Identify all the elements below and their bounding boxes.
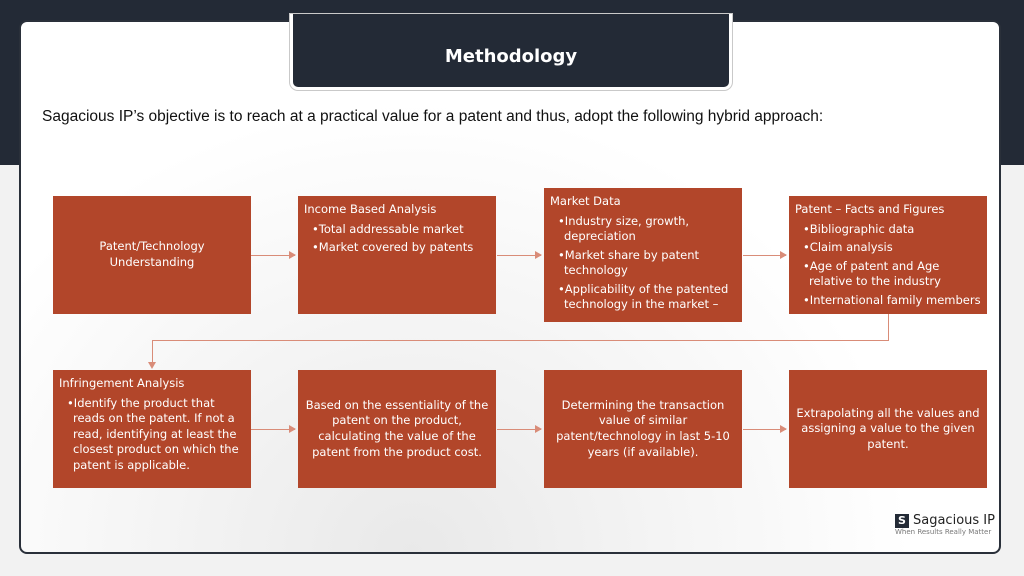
step-essentiality: Based on the essentiality of the patent …	[298, 370, 496, 488]
step-market-data: Market Data Industry size, growth, depre…	[544, 188, 742, 322]
list-item: Market share by patent technology	[558, 248, 736, 279]
step-text: Extrapolating all the values and assigni…	[796, 405, 980, 451]
logo-icon: S	[895, 513, 909, 528]
list-item: Applicability of the patented technology…	[558, 282, 736, 313]
step-income-analysis: Income Based Analysis Total addressable …	[298, 196, 496, 314]
step-patent-understanding: Patent/Technology Understanding	[53, 196, 251, 314]
list-item: Total addressable market	[312, 222, 490, 238]
list-item: Age of patent and Age relative to the in…	[803, 259, 981, 290]
connector-line	[152, 340, 889, 341]
arrow-icon	[251, 425, 296, 433]
logo: S Sagacious IP When Results Really Matte…	[895, 513, 995, 536]
step-heading: Market Data	[550, 194, 621, 208]
arrow-icon	[497, 251, 542, 259]
list-item: Claim analysis	[803, 240, 981, 256]
arrow-icon	[743, 251, 787, 259]
step-heading: Income Based Analysis	[304, 202, 437, 216]
connector-line	[152, 340, 153, 364]
step-heading: Infringement Analysis	[59, 376, 185, 390]
logo-tagline: When Results Really Matter	[895, 528, 992, 536]
arrow-icon	[497, 425, 542, 433]
step-infringement-analysis: Infringement Analysis Identify the produ…	[53, 370, 251, 488]
step-transaction-value: Determining the transaction value of sim…	[544, 370, 742, 488]
step-text: Based on the essentiality of the patent …	[305, 397, 489, 459]
list-item: International family members	[803, 293, 981, 309]
arrow-icon	[743, 425, 787, 433]
list-item: Industry size, growth, depreciation	[558, 214, 736, 245]
page-title: Methodology	[290, 14, 732, 90]
step-text: Determining the transaction value of sim…	[556, 397, 730, 459]
list-item: Bibliographic data	[803, 222, 981, 238]
step-heading: Patent – Facts and Figures	[795, 202, 945, 216]
arrow-icon	[251, 251, 296, 259]
step-patent-facts: Patent – Facts and Figures Bibliographic…	[789, 196, 987, 314]
step-extrapolation: Extrapolating all the values and assigni…	[789, 370, 987, 488]
logo-name: Sagacious IP	[913, 513, 995, 528]
step-text: Patent/Technology Understanding	[99, 239, 205, 269]
list-item: Identify the product that reads on the p…	[67, 396, 245, 474]
list-item: Market covered by patents	[312, 240, 490, 256]
connector-line	[888, 314, 889, 341]
intro-text: Sagacious IP’s objective is to reach at …	[42, 108, 824, 125]
arrow-down-icon	[148, 362, 156, 369]
